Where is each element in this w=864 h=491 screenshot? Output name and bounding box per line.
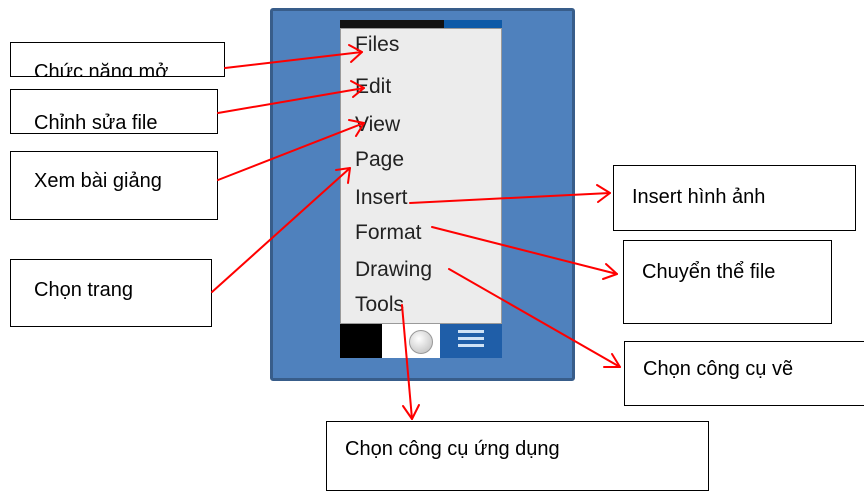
arrow-insert xyxy=(409,184,611,204)
label-page: Chọn trang xyxy=(10,259,212,327)
label-drawing: Chọn công cụ vẽ xyxy=(624,341,864,406)
label-insert: Insert hình ảnh xyxy=(613,165,856,231)
menu-item-edit[interactable]: Edit xyxy=(355,75,392,98)
menu-item-format[interactable]: Format xyxy=(355,221,422,244)
menu-item-page[interactable]: Page xyxy=(355,148,405,171)
list-icon[interactable] xyxy=(458,328,484,350)
menu-item-tools[interactable]: Tools xyxy=(355,293,405,316)
menu-item-files[interactable]: Files xyxy=(355,33,400,56)
label-format: Chuyển thể file xyxy=(623,240,832,324)
label-edit: Chỉnh sửa file xyxy=(10,89,218,134)
arrow-files xyxy=(224,44,363,69)
arrow-drawing xyxy=(448,268,621,368)
arrow-page xyxy=(211,167,351,293)
ball-icon[interactable] xyxy=(409,330,433,354)
label-view: Xem bài giảng xyxy=(10,151,218,220)
label-tools: Chọn công cụ ứng dụng xyxy=(326,421,709,491)
menu-item-drawing[interactable]: Drawing xyxy=(355,258,433,281)
toolbar-blue-segment xyxy=(440,324,502,358)
toolbar-black-segment xyxy=(340,324,382,358)
label-files: Chức năng mở xyxy=(10,42,225,77)
arrow-format xyxy=(431,226,618,280)
arrow-tools xyxy=(401,304,420,420)
menu-item-insert[interactable]: Insert xyxy=(355,186,408,209)
arrow-view xyxy=(217,119,365,181)
dropdown-menu xyxy=(340,28,502,324)
menu-item-view[interactable]: View xyxy=(355,113,401,136)
arrow-edit xyxy=(217,80,365,114)
